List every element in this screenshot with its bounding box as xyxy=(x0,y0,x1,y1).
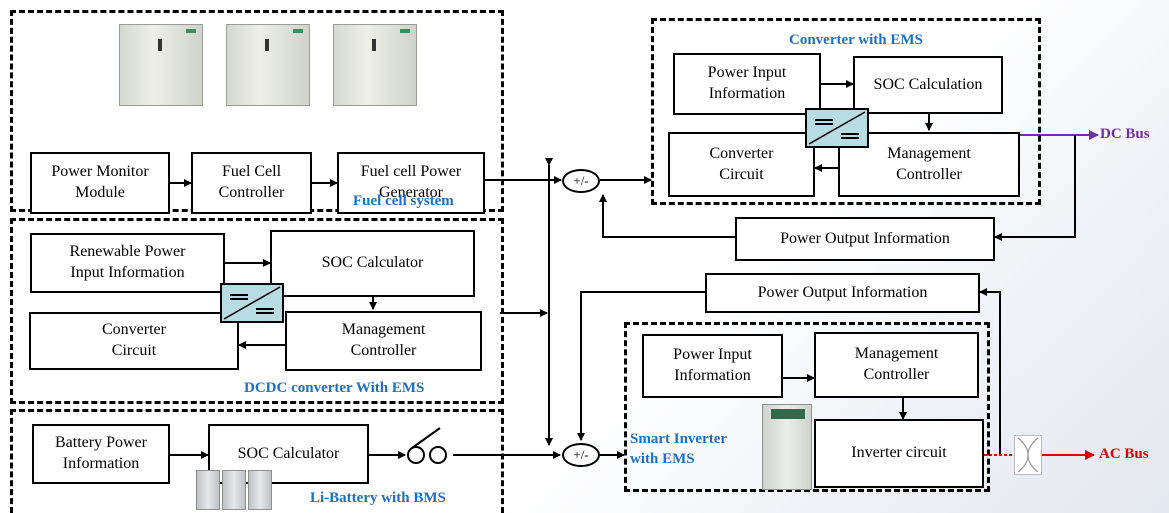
smart-inverter-group xyxy=(624,322,990,492)
dcdc-converter-group xyxy=(10,218,504,404)
power-output-information-mid-box: Power Output Information xyxy=(705,273,980,313)
converter-icon xyxy=(805,108,869,148)
renewable-power-input-box: Renewable Power Input Information xyxy=(30,233,225,293)
dcdc-converter-icon xyxy=(220,283,284,323)
dcdc-management-controller-box: Management Controller xyxy=(285,311,482,371)
fuel-cell-cabinet-image xyxy=(226,24,310,106)
power-monitor-module-box: Power Monitor Module xyxy=(30,152,170,214)
inverter-circuit-box: Inverter circuit xyxy=(814,419,984,488)
battery-pack-image xyxy=(196,470,220,510)
inverter-cabinet-image xyxy=(762,404,812,490)
battery-pack-image xyxy=(248,470,272,510)
fuel-cell-system-title: Fuel cell system xyxy=(353,193,454,209)
dcdc-converter-title: DCDC converter With EMS xyxy=(244,380,425,396)
dcdc-soc-calculator-box: SOC Calculator xyxy=(270,230,475,297)
li-battery-group xyxy=(10,409,504,513)
inverter-power-input-box: Power Input Information xyxy=(642,334,783,398)
smart-inverter-title: Smart Inverter with EMS xyxy=(630,431,728,467)
converter-circuit-box: Converter Circuit xyxy=(668,132,815,197)
fuel-cell-cabinet-image xyxy=(333,24,417,106)
fuel-cell-controller-box: Fuel Cell Controller xyxy=(191,152,312,214)
inverter-management-controller-box: Management Controller xyxy=(814,332,979,398)
battery-pack-image xyxy=(222,470,246,510)
converter-soc-calculation-box: SOC Calculation xyxy=(853,56,1003,114)
sum-junction-bottom: +/- xyxy=(562,443,600,467)
fuel-cell-cabinet-image xyxy=(119,24,203,106)
sum-junction-top: +/- xyxy=(562,169,600,193)
power-output-information-top-box: Power Output Information xyxy=(735,217,995,261)
li-battery-title: Li-Battery with BMS xyxy=(310,490,446,506)
fuel-cell-power-generator-box: Fuel cell Power Generator xyxy=(337,152,485,214)
ac-breaker-symbol xyxy=(1014,435,1042,475)
converter-ems-group xyxy=(651,18,1041,205)
battery-power-information-box: Battery Power Information xyxy=(32,424,170,484)
ac-bus-label: AC Bus xyxy=(1099,446,1149,462)
dc-bus-label: DC Bus xyxy=(1100,126,1150,142)
dcdc-converter-circuit-box: Converter Circuit xyxy=(29,312,239,370)
converter-ems-title: Converter with EMS xyxy=(789,32,923,48)
converter-power-input-box: Power Input Information xyxy=(673,53,821,115)
